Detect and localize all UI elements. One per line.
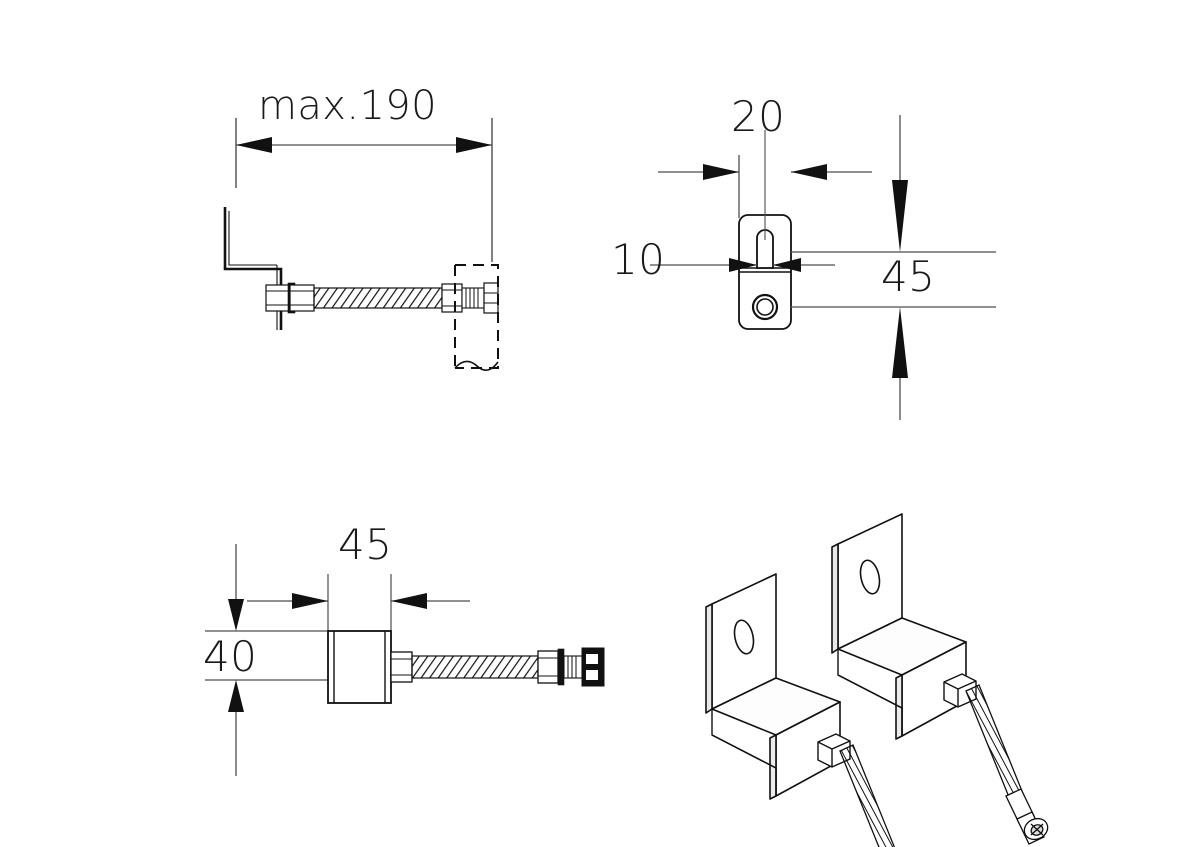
dimension-45-vertical — [790, 115, 996, 420]
nut-left-bottom — [390, 651, 413, 683]
wall-break-line — [454, 360, 499, 371]
arrow-40-bottom — [228, 680, 244, 712]
bracket-assembly-right — [831, 513, 967, 740]
dim-label-20: 20 — [731, 92, 786, 141]
arrow-45b-left — [292, 593, 328, 609]
arrow-10-left — [729, 258, 757, 272]
view-isometric-pair — [705, 513, 1049, 847]
nut-iso-right — [943, 673, 977, 708]
threaded-rod-bottom — [411, 655, 539, 679]
threaded-rod — [313, 287, 443, 309]
dim-label-40: 40 — [203, 632, 258, 681]
anchor-head-iso-right — [1005, 788, 1049, 845]
dimension-40 — [205, 544, 330, 776]
view-side-section-with-wall — [223, 118, 499, 371]
dimension-line-max190 — [236, 137, 492, 153]
wall-outline-dashed — [454, 264, 499, 369]
arrow-20-left — [703, 164, 739, 180]
dim-label-45-right: 45 — [881, 252, 936, 301]
arrow-10-right — [773, 258, 801, 272]
dim-label-10: 10 — [611, 235, 666, 284]
dim-label-max190: max.190 — [258, 83, 438, 129]
threaded-rod-iso-left — [839, 744, 896, 847]
arrow-45-bottom — [892, 307, 908, 378]
arrow-40-top — [228, 599, 244, 631]
arrow-45-top — [892, 180, 908, 252]
bracket-assembly-left — [705, 573, 841, 800]
dim-label-45-bottom: 45 — [338, 520, 393, 569]
dimension-extension-lines — [235, 118, 493, 262]
threaded-rod-iso-right — [965, 684, 1027, 808]
oblong-slot — [756, 229, 774, 269]
view-bracket-side-with-rod — [205, 544, 605, 776]
arrow-20-right — [791, 164, 827, 180]
dimension-20 — [658, 130, 872, 240]
dimension-45-horizontal — [247, 574, 470, 634]
anchor-sleeve — [461, 282, 499, 314]
bracket-body-side — [327, 630, 392, 704]
round-hole — [751, 293, 779, 321]
arrow-45b-right — [391, 593, 427, 609]
nut-washer-right-of-plate — [289, 284, 315, 312]
view-bracket-front — [650, 115, 996, 420]
nut-right — [441, 283, 463, 313]
anchor-end-assembly — [537, 647, 605, 687]
